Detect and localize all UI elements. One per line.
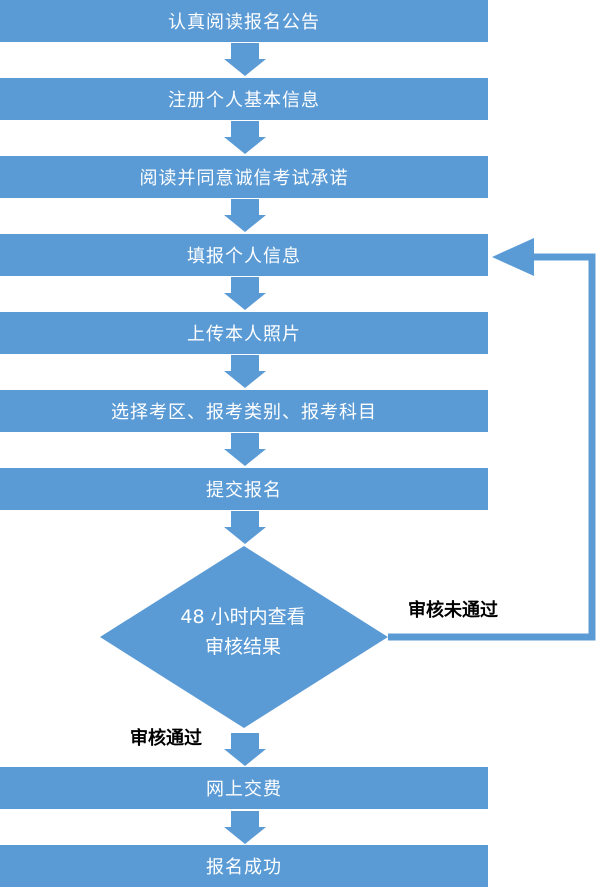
arrow-4 [224,277,266,310]
arrow-8 [224,733,266,766]
step-pay-online: 网上交费 [0,767,488,809]
decision-text-line1: 48 小时内查看 [180,606,306,628]
step-register: 注册个人基本信息 [0,78,488,120]
step-success: 报名成功 [0,845,488,887]
arrow-7 [224,511,266,544]
arrow-3 [224,199,266,232]
arrow-2 [224,121,266,154]
approved-label: 审核通过 [130,728,202,749]
step-fill-info: 填报个人信息 [0,234,488,276]
arrow-6 [224,433,266,466]
step-upload-photo: 上传本人照片 [0,312,488,354]
arrow-1 [224,43,266,76]
step-submit: 提交报名 [0,468,488,510]
step-read-notice: 认真阅读报名公告 [0,0,488,42]
decision-diamond [100,546,388,728]
decision-text-line2: 审核结果 [204,636,281,658]
rejected-label: 审核未通过 [408,600,498,621]
step-agree-promise: 阅读并同意诚信考试承诺 [0,156,488,198]
arrow-9 [224,811,266,844]
step-select-options: 选择考区、报考类别、报考科目 [0,390,488,432]
loop-back-line [388,253,596,641]
loop-back-arrowhead [492,238,534,276]
arrow-5 [224,355,266,388]
